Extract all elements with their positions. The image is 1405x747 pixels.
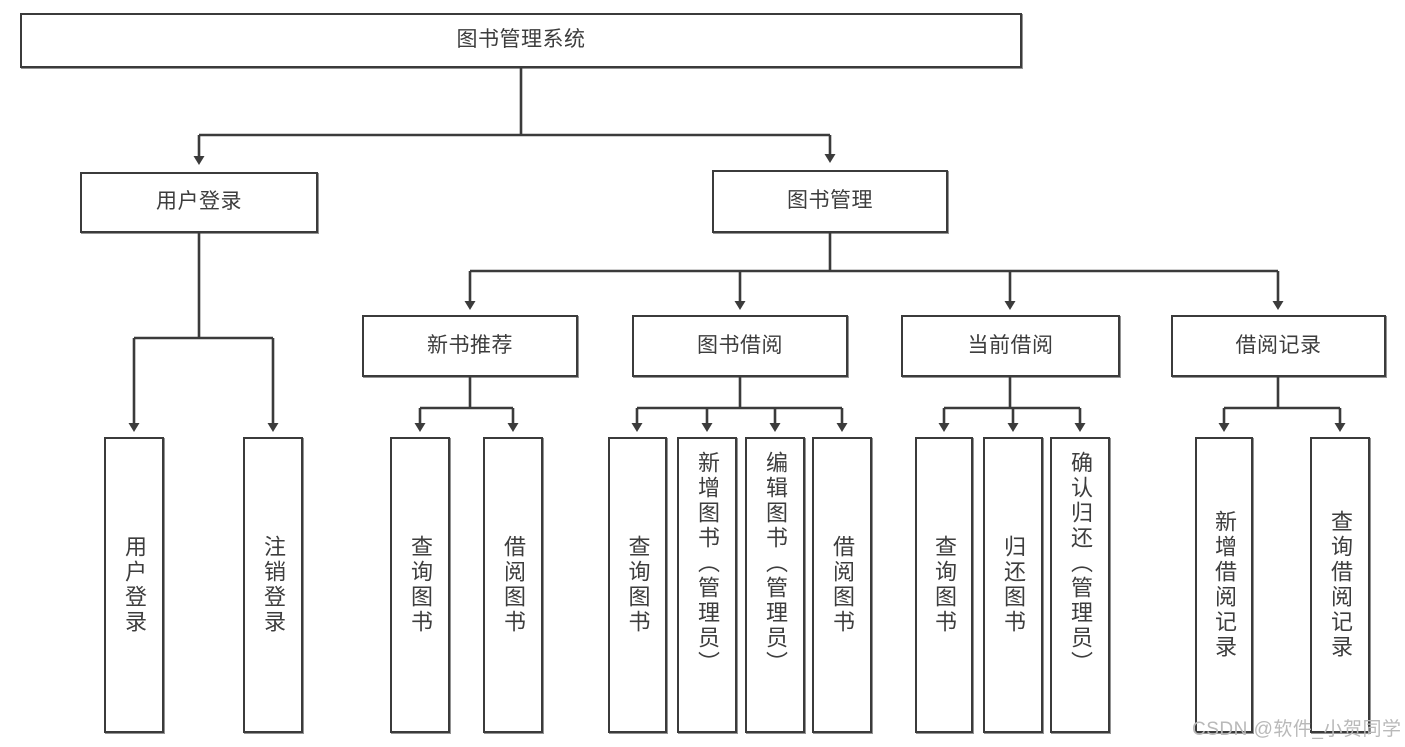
node-leaf-borrow-book-1-label: 借阅图书 bbox=[500, 535, 526, 635]
node-leaf-query-book-3[interactable]: 查询图书 bbox=[915, 437, 973, 733]
node-new-book-recommend-label: 新书推荐 bbox=[427, 333, 513, 357]
node-leaf-logout-login-label: 注销登录 bbox=[260, 535, 286, 635]
node-book-manage-label: 图书管理 bbox=[787, 189, 873, 213]
node-book-borrow[interactable]: 图书借阅 bbox=[632, 315, 848, 377]
node-leaf-user-login[interactable]: 用户登录 bbox=[104, 437, 164, 733]
node-current-borrow[interactable]: 当前借阅 bbox=[901, 315, 1120, 377]
node-leaf-edit-book-label: 编辑图书（管理员） bbox=[762, 451, 788, 676]
node-leaf-edit-book[interactable]: 编辑图书（管理员） bbox=[745, 437, 805, 733]
node-borrow-record[interactable]: 借阅记录 bbox=[1171, 315, 1386, 377]
node-leaf-add-book-label: 新增图书（管理员） bbox=[694, 451, 720, 676]
node-new-book-recommend[interactable]: 新书推荐 bbox=[362, 315, 578, 377]
node-leaf-query-book-3-label: 查询图书 bbox=[931, 535, 957, 635]
node-leaf-borrow-book-1[interactable]: 借阅图书 bbox=[483, 437, 543, 733]
node-book-borrow-label: 图书借阅 bbox=[697, 333, 783, 357]
node-leaf-return-book[interactable]: 归还图书 bbox=[983, 437, 1043, 733]
node-leaf-add-book[interactable]: 新增图书（管理员） bbox=[677, 437, 737, 733]
node-leaf-query-book-2[interactable]: 查询图书 bbox=[608, 437, 667, 733]
csdn-watermark: CSDN @软件_小贺同学 bbox=[1192, 719, 1402, 740]
node-leaf-query-book-2-label: 查询图书 bbox=[625, 535, 651, 635]
node-leaf-borrow-book-2-label: 借阅图书 bbox=[829, 535, 855, 635]
node-leaf-query-book-1[interactable]: 查询图书 bbox=[390, 437, 450, 733]
node-user-login[interactable]: 用户登录 bbox=[80, 172, 318, 233]
node-book-manage[interactable]: 图书管理 bbox=[712, 170, 948, 233]
node-root[interactable]: 图书管理系统 bbox=[20, 13, 1022, 68]
node-leaf-borrow-book-2[interactable]: 借阅图书 bbox=[812, 437, 872, 733]
node-root-label: 图书管理系统 bbox=[456, 28, 586, 52]
node-current-borrow-label: 当前借阅 bbox=[967, 333, 1054, 357]
node-leaf-add-record-label: 新增借阅记录 bbox=[1211, 510, 1237, 660]
node-leaf-query-record[interactable]: 查询借阅记录 bbox=[1310, 437, 1370, 733]
node-borrow-record-label: 借阅记录 bbox=[1235, 333, 1322, 357]
node-leaf-logout-login[interactable]: 注销登录 bbox=[243, 437, 303, 733]
node-leaf-query-record-label: 查询借阅记录 bbox=[1327, 510, 1353, 660]
node-leaf-query-book-1-label: 查询图书 bbox=[407, 535, 433, 635]
node-leaf-confirm-return[interactable]: 确认归还（管理员） bbox=[1050, 437, 1110, 733]
node-leaf-add-record[interactable]: 新增借阅记录 bbox=[1195, 437, 1253, 733]
node-user-login-label: 用户登录 bbox=[156, 190, 242, 214]
node-leaf-confirm-return-label: 确认归还（管理员） bbox=[1067, 451, 1093, 676]
node-leaf-return-book-label: 归还图书 bbox=[1000, 535, 1026, 635]
node-leaf-user-login-label: 用户登录 bbox=[121, 535, 147, 635]
